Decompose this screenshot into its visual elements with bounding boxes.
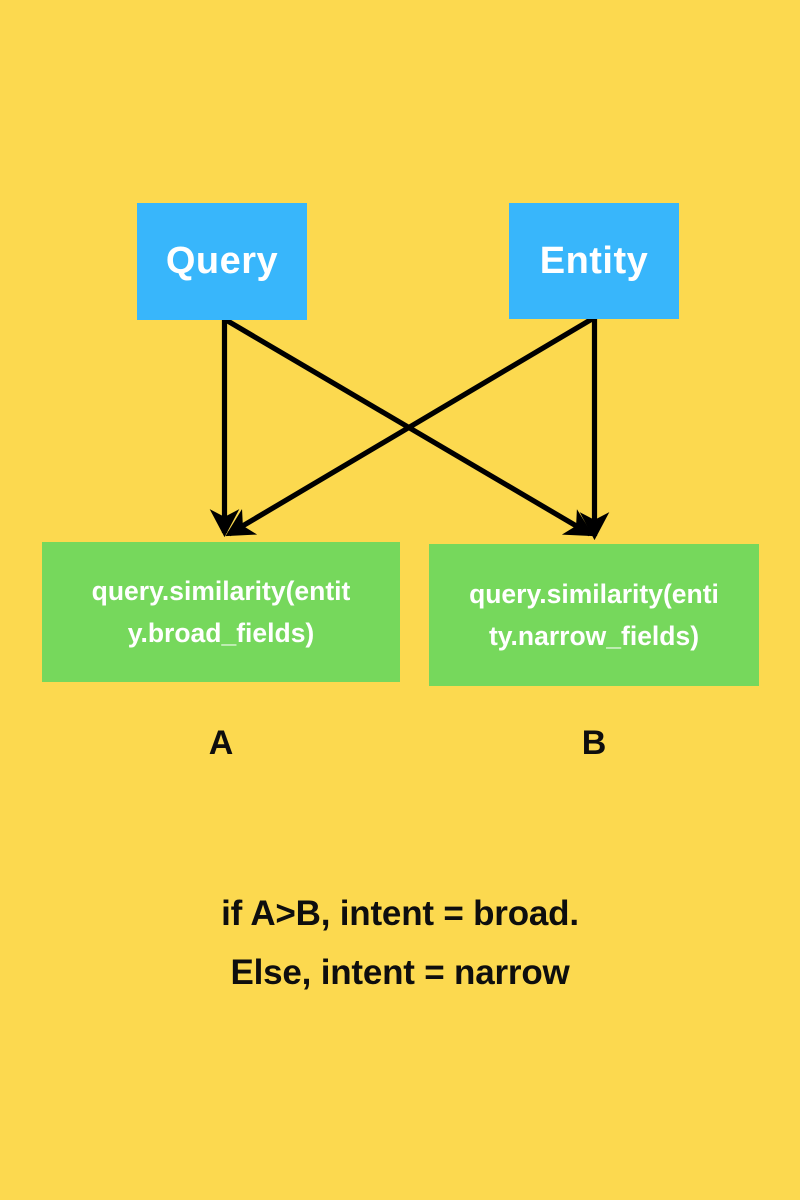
node-narrow-label-line2: ty.narrow_fields)	[488, 621, 700, 651]
node-entity: Entity	[509, 203, 679, 319]
node-narrow-label-line1: query.similarity(enti	[469, 579, 719, 609]
node-broad-label-line1: query.similarity(entit	[91, 576, 351, 606]
branch-label-b: B	[581, 724, 607, 762]
node-query: Query	[137, 203, 307, 320]
node-query-label: Query	[165, 240, 279, 282]
node-entity-label: Entity	[539, 239, 649, 282]
decision-caption: if A>B, intent = broad. Else, intent = n…	[0, 884, 800, 1002]
node-broad-label-line2: y.broad_fields)	[127, 618, 315, 648]
node-narrow-label: query.similarity(enti ty.narrow_fields)	[469, 573, 719, 657]
edge-entity-to-broad	[225, 316, 594, 537]
node-narrow-similarity: query.similarity(enti ty.narrow_fields)	[429, 544, 759, 686]
edge-query-to-narrow	[224, 317, 594, 537]
caption-line-2: Else, intent = narrow	[230, 953, 570, 992]
caption-line-1: if A>B, intent = broad.	[221, 894, 579, 933]
node-broad-label: query.similarity(entit y.broad_fields)	[92, 570, 351, 654]
node-broad-similarity: query.similarity(entit y.broad_fields)	[42, 542, 400, 682]
branch-label-a: A	[208, 724, 234, 762]
